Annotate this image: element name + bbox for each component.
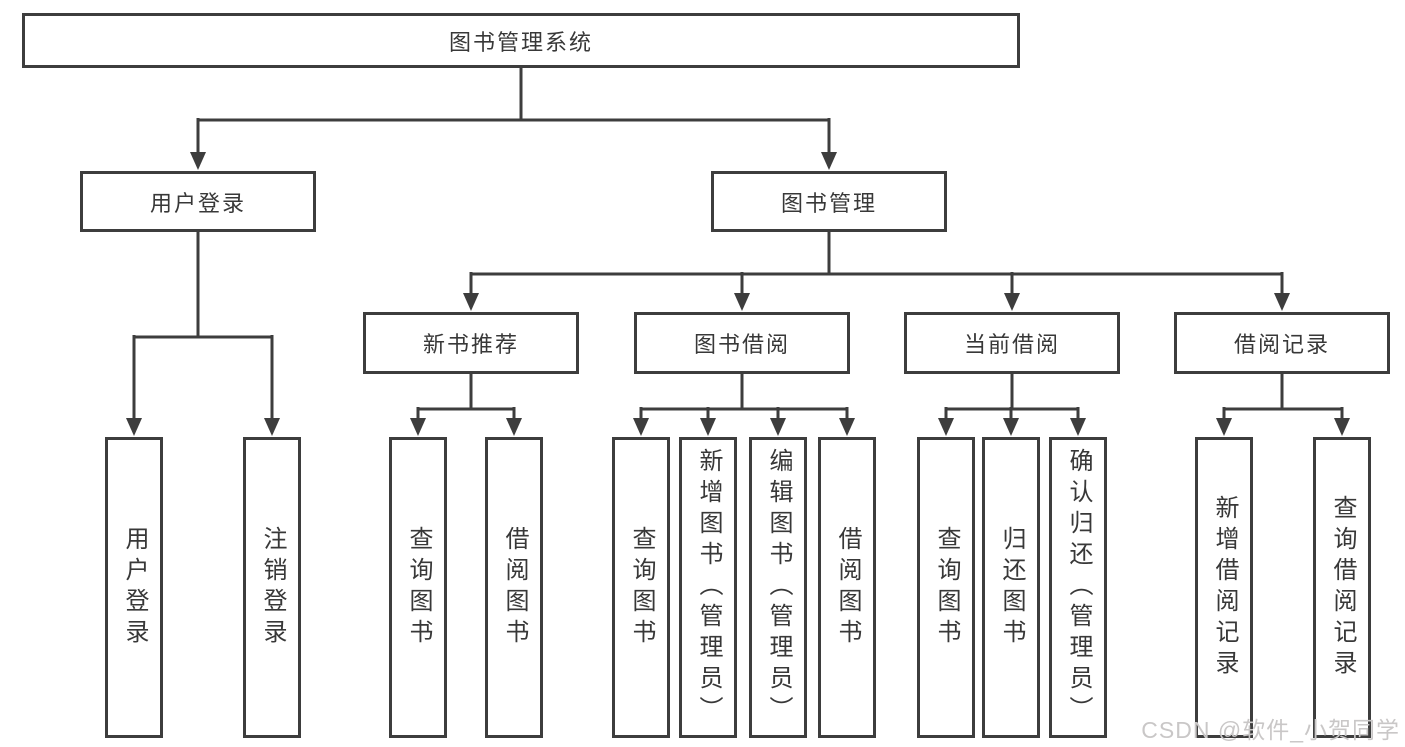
- leaf-logout-label: 注销登录: [259, 525, 286, 650]
- node-user-login: 用户登录: [80, 171, 316, 232]
- leaf-borrow-add-books-admin-label: 新增图书（管理员）: [695, 448, 722, 727]
- leaf-current-confirm-return-admin: 确认归还（管理员）: [1049, 437, 1107, 738]
- leaf-borrow-add-books-admin: 新增图书（管理员）: [679, 437, 737, 738]
- leaf-current-confirm-return-admin-label: 确认归还（管理员）: [1065, 448, 1092, 727]
- node-borrow-records-label: 借阅记录: [1233, 332, 1330, 357]
- leaf-borrow-query-books-label: 查询图书: [628, 525, 655, 650]
- leaf-records-add-record-label: 新增借阅记录: [1211, 494, 1238, 681]
- node-new-book-recommend-label: 新书推荐: [422, 332, 519, 357]
- node-book-borrow-label: 图书借阅: [693, 332, 790, 357]
- leaf-newbook-query-books: 查询图书: [389, 437, 447, 738]
- leaf-current-query-books: 查询图书: [917, 437, 975, 738]
- node-library-system: 图书管理系统: [22, 13, 1020, 68]
- node-book-management-label: 图书管理: [780, 190, 877, 216]
- leaf-newbook-borrow-books: 借阅图书: [485, 437, 543, 738]
- node-current-borrow: 当前借阅: [904, 312, 1120, 374]
- leaf-borrow-edit-books-admin-label: 编辑图书（管理员）: [765, 448, 792, 727]
- arrowheads: [126, 152, 1350, 436]
- leaf-newbook-borrow-books-label: 借阅图书: [501, 525, 528, 650]
- leaf-borrow-query-books: 查询图书: [612, 437, 670, 738]
- node-book-borrow: 图书借阅: [634, 312, 850, 374]
- leaf-borrow-edit-books-admin: 编辑图书（管理员）: [749, 437, 807, 738]
- leaf-newbook-query-books-label: 查询图书: [405, 525, 432, 650]
- node-current-borrow-label: 当前借阅: [963, 332, 1060, 357]
- node-user-login-label: 用户登录: [149, 190, 246, 216]
- leaf-records-query-record-label: 查询借阅记录: [1329, 494, 1356, 681]
- node-library-system-label: 图书管理系统: [448, 29, 593, 55]
- leaf-current-return-books: 归还图书: [982, 437, 1040, 738]
- node-new-book-recommend: 新书推荐: [363, 312, 579, 374]
- leaf-borrow-borrow-books-label: 借阅图书: [834, 525, 861, 650]
- leaf-user-login: 用户登录: [105, 437, 163, 738]
- leaf-logout: 注销登录: [243, 437, 301, 738]
- connector-stroke-group: [132, 68, 1344, 422]
- leaf-user-login-label: 用户登录: [121, 525, 148, 650]
- node-book-management: 图书管理: [711, 171, 947, 232]
- leaf-records-query-record: 查询借阅记录: [1313, 437, 1371, 738]
- leaf-current-query-books-label: 查询图书: [933, 525, 960, 650]
- node-borrow-records: 借阅记录: [1174, 312, 1390, 374]
- watermark: CSDN @软件_小贺同学: [1141, 717, 1400, 743]
- leaf-records-add-record: 新增借阅记录: [1195, 437, 1253, 738]
- leaf-borrow-borrow-books: 借阅图书: [818, 437, 876, 738]
- leaf-current-return-books-label: 归还图书: [998, 525, 1025, 650]
